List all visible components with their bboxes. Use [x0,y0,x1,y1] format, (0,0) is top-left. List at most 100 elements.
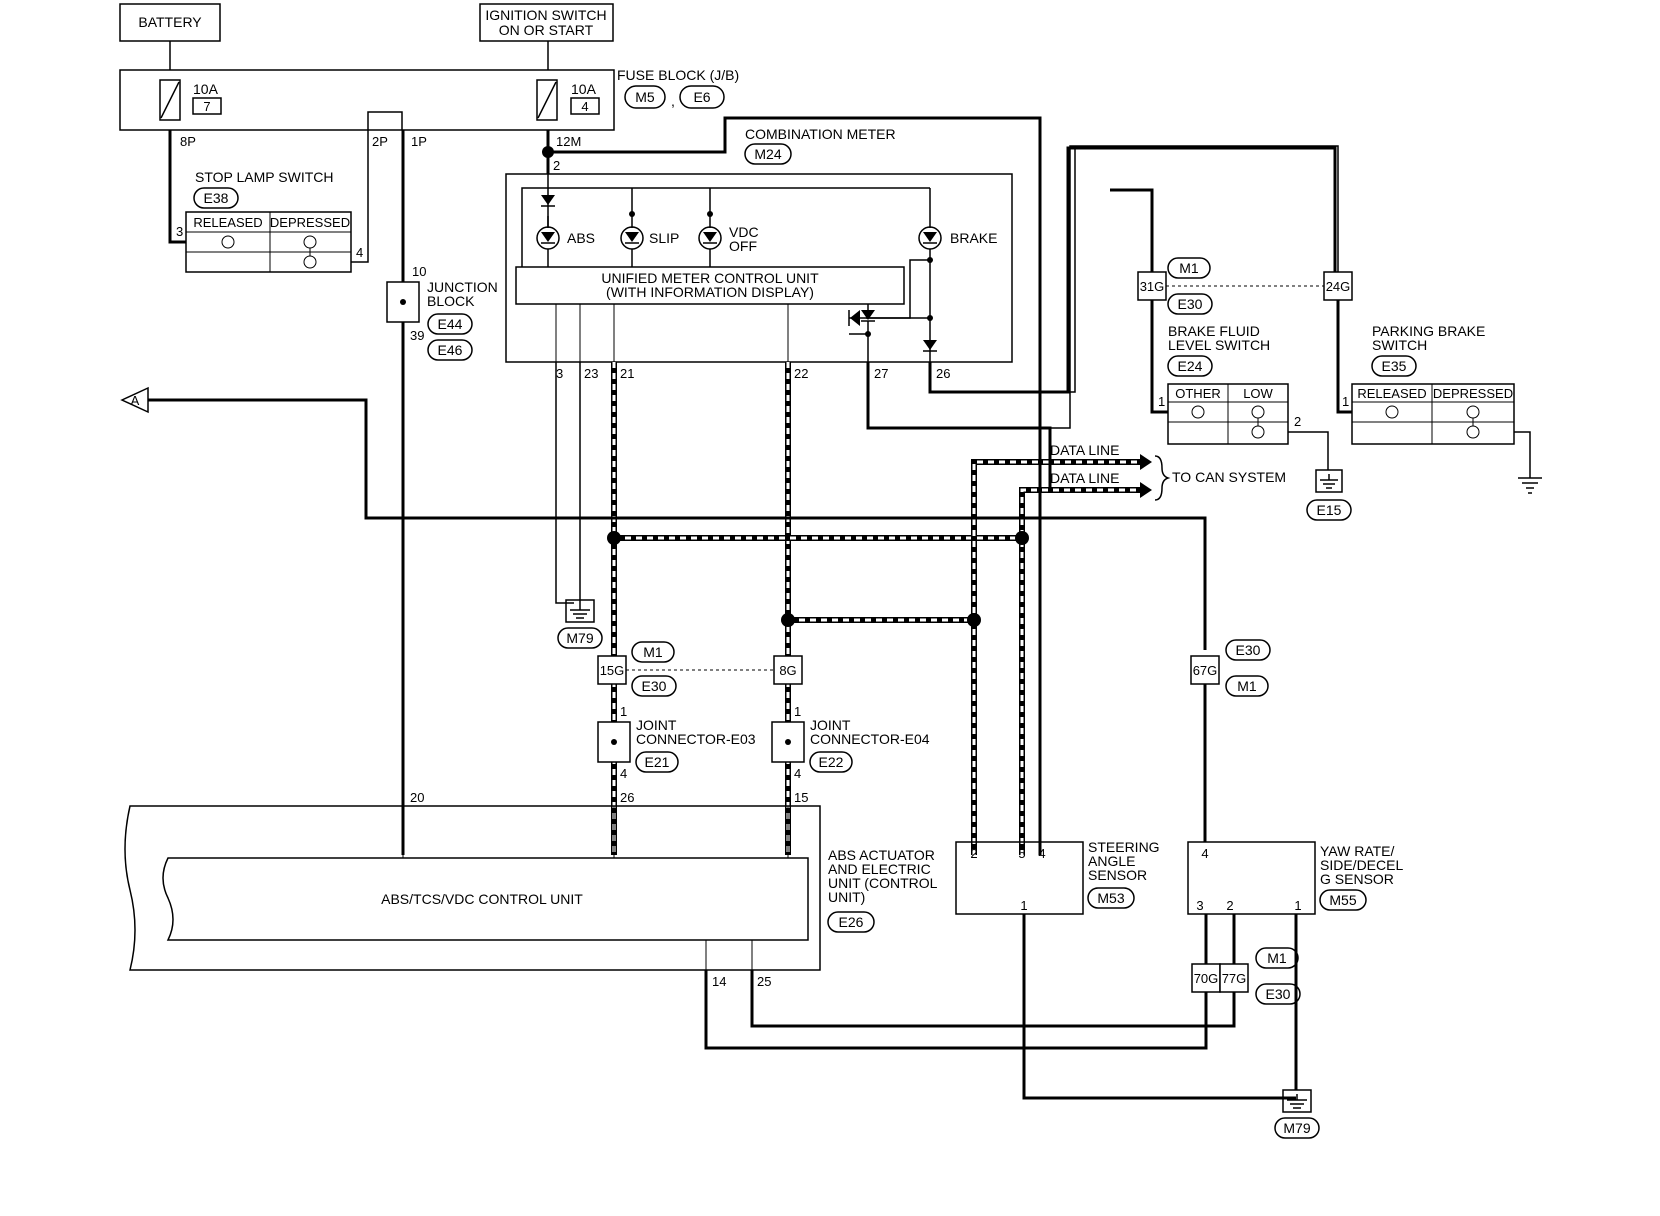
battery-label: BATTERY [138,14,202,30]
e04-pin4: 4 [794,766,801,781]
conn-e30-67g: E30 [1236,642,1261,658]
abs-pin25: 25 [757,974,771,989]
stop-lamp-pin3: 3 [176,224,183,239]
abs-pin26: 26 [620,790,634,805]
abs-pin20: 20 [410,790,424,805]
pin-1p: 1P [411,134,427,149]
e03-label-2: CONNECTOR-E03 [636,731,756,747]
connector-70g: 70G [1191,963,1221,993]
meter-pin26: 26 [936,366,950,381]
connector-67g: 67G [1190,655,1220,685]
meter-pin3: 3 [556,366,563,381]
unit-label-1: UNIFIED METER CONTROL UNIT [601,270,819,286]
brake-fluid-col2: LOW [1243,386,1273,401]
junction-pin10: 10 [412,264,426,279]
junction-pin39: 39 [410,328,424,343]
combination-meter: 2 ABS SLIP [505,158,1013,363]
parking-brake-label-2: SWITCH [1372,337,1427,353]
parking-brake-switch: PARKING BRAKE SWITCH E35 RELEASED DEPRES… [1342,323,1515,445]
steer-label-1: STEERING [1088,839,1160,855]
data-line-2: DATA LINE [1050,470,1120,486]
connector-24g: 24G [1323,271,1353,301]
steer-pin4: 4 [1038,846,1045,861]
steer-label-2: ANGLE [1088,853,1135,869]
e04-pin1: 1 [794,704,801,719]
yaw-pin2: 2 [1226,898,1233,913]
to-can-system: TO CAN SYSTEM [1172,469,1286,485]
lamp-vdc-1: VDC [729,224,759,240]
abs-title-3: UNIT (CONTROL [828,875,938,891]
steer-pin2: 2 [970,846,977,861]
parking-brake-pin1: 1 [1342,394,1349,409]
yaw-pin4: 4 [1201,846,1208,861]
meter-pin23: 23 [584,366,598,381]
fuse-block-title: FUSE BLOCK (J/B) [617,67,739,83]
e03-conn: E21 [645,754,670,770]
junction-block: 10 39 JUNCTION BLOCK E44 E46 [386,264,498,361]
e03-pin1: 1 [620,704,627,719]
ground-m79-bottom: M79 [1274,1089,1320,1139]
steer-pin5: 5 [1018,846,1025,861]
e03-label-1: JOINT [636,717,677,733]
ignition-label-2: ON OR START [499,22,594,38]
conn-e30-left: E30 [642,678,667,694]
lamp-vdc-2: OFF [729,238,757,254]
e04-label-2: CONNECTOR-E04 [810,731,930,747]
meter-pin21: 21 [620,366,634,381]
pin-12m: 12M [556,134,581,149]
ground-m79-top-label: M79 [566,630,593,646]
connector-15g: 15G [597,655,627,685]
yaw-label-3: G SENSOR [1320,871,1394,887]
brake-fluid-pin1: 1 [1158,394,1165,409]
offpage-ref-a: A [120,386,149,414]
abs-lamp-icon [536,216,560,267]
abs-pin15: 15 [794,790,808,805]
conn-m1-70g: M1 [1267,950,1287,966]
conn-70g: 70G [1194,971,1219,986]
comb-meter-conn: M24 [754,146,781,162]
conn-e30-70g: E30 [1266,986,1291,1002]
brake-fluid-label-2: LEVEL SWITCH [1168,337,1270,353]
brake-fluid-conn: E24 [1178,358,1203,374]
unit-label-2: (WITH INFORMATION DISPLAY) [606,284,814,300]
fuse-block: 10A 7 10A 4 FUSE BLOCK (J/B) M5 , E6 8P … [119,67,739,149]
fuse-conn-m5: M5 [635,89,655,105]
offpage-label: A [131,393,140,408]
lamp-brake: BRAKE [950,230,997,246]
yaw-label-2: SIDE/DECEL [1320,857,1403,873]
brake-fluid-pin2: 2 [1294,414,1301,429]
junction-label-2: BLOCK [427,293,475,309]
abs-title-1: ABS ACTUATOR [828,847,935,863]
junction-conn-e44: E44 [438,316,463,332]
meter-pin27: 27 [874,366,888,381]
abs-pin14: 14 [712,974,726,989]
conn-77g: 77G [1222,971,1247,986]
ignition-switch-box: IGNITION SWITCH ON OR START [479,3,614,42]
brake-lamp-icon [918,188,942,330]
conn-m1-67g: M1 [1237,678,1257,694]
parking-brake-col1: RELEASED [1357,386,1426,401]
steering-angle-sensor: 2 5 4 1 STEERING ANGLE SENSOR M53 [955,839,1160,915]
pin-8p: 8P [180,134,196,149]
conn-m1-right: M1 [1179,260,1199,276]
slip-lamp-icon [620,188,644,267]
connector-77g: 77G [1219,963,1249,993]
abs-actuator-unit: ABS/TCS/VDC CONTROL UNIT [124,805,821,971]
e04-conn: E22 [819,754,844,770]
yaw-conn: M55 [1329,892,1356,908]
abs-unit-label: ABS/TCS/VDC CONTROL UNIT [381,891,583,907]
joint-connector-e03: 1 4 JOINT CONNECTOR-E03 E21 [597,704,756,781]
fuse-right-number: 4 [581,99,588,114]
brake-fluid-level-switch: BRAKE FLUID LEVEL SWITCH E24 OTHER LOW 1… [1158,323,1301,445]
parking-brake-col2: DEPRESSED [1433,386,1513,401]
yaw-rate-sensor: 4 3 2 1 YAW RATE/ SIDE/DECEL G SENSOR M5… [1187,841,1403,915]
vdc-off-lamp-icon [698,188,722,267]
stop-lamp-switch: STOP LAMP SWITCH E38 RELEASED DEPRESSED … [176,169,363,273]
ignition-label-1: IGNITION SWITCH [485,7,606,23]
fuse-right-rating: 10A [571,81,597,97]
steer-label-3: SENSOR [1088,867,1147,883]
meter-pin22: 22 [794,366,808,381]
fuse-conn-e6: E6 [693,89,710,105]
stop-lamp-col2: DEPRESSED [270,215,350,230]
connector-8g: 8G [773,655,803,685]
